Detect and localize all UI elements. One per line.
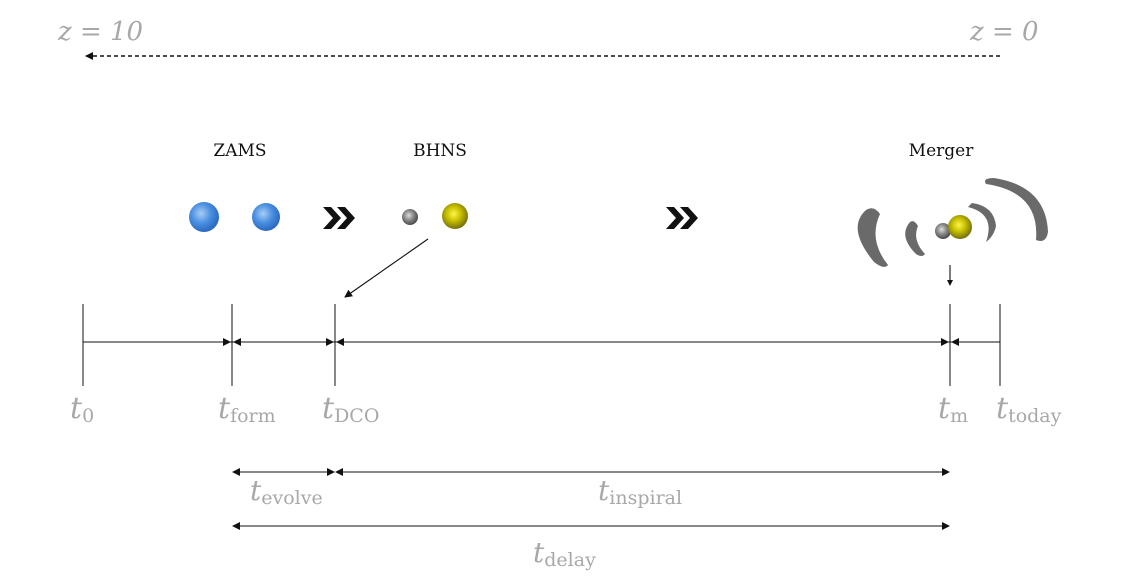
zams-star-2 [252,203,280,231]
tick-arrowheads [223,338,959,346]
label-t0: t0 [70,391,94,427]
label-tdco: tDCO [322,391,379,427]
label-tform: tform [218,391,276,427]
redshift-end-label: z = 0 [969,17,1039,47]
merger-black-hole [948,215,972,239]
zams-label: ZAMS [213,141,266,161]
bhns-black-hole [442,203,468,229]
label-tinspiral: tinspiral [598,474,682,509]
redshift-start-label: z = 10 [57,17,143,47]
label-tm: tm [938,391,968,427]
label-tdelay: tdelay [533,536,596,571]
zams-star-1 [189,202,219,232]
interval-labels: tevolve tinspiral tdelay [250,474,682,571]
bhns-neutron-star [402,209,418,225]
chevron-icon-1 [323,207,355,229]
main-timeline [82,304,1001,386]
label-ttoday: ttoday [996,391,1062,427]
chevron-icon-2 [666,207,698,229]
gravitational-wave-icon [857,178,1048,267]
bhns-pointer-arrow [344,238,429,298]
merger-neutron-star [935,223,951,239]
merger-label: Merger [909,141,975,161]
time-labels: t0 tform tDCO tm ttoday [70,391,1062,427]
label-tevolve: tevolve [250,474,323,509]
bhns-label: BHNS [413,141,467,161]
